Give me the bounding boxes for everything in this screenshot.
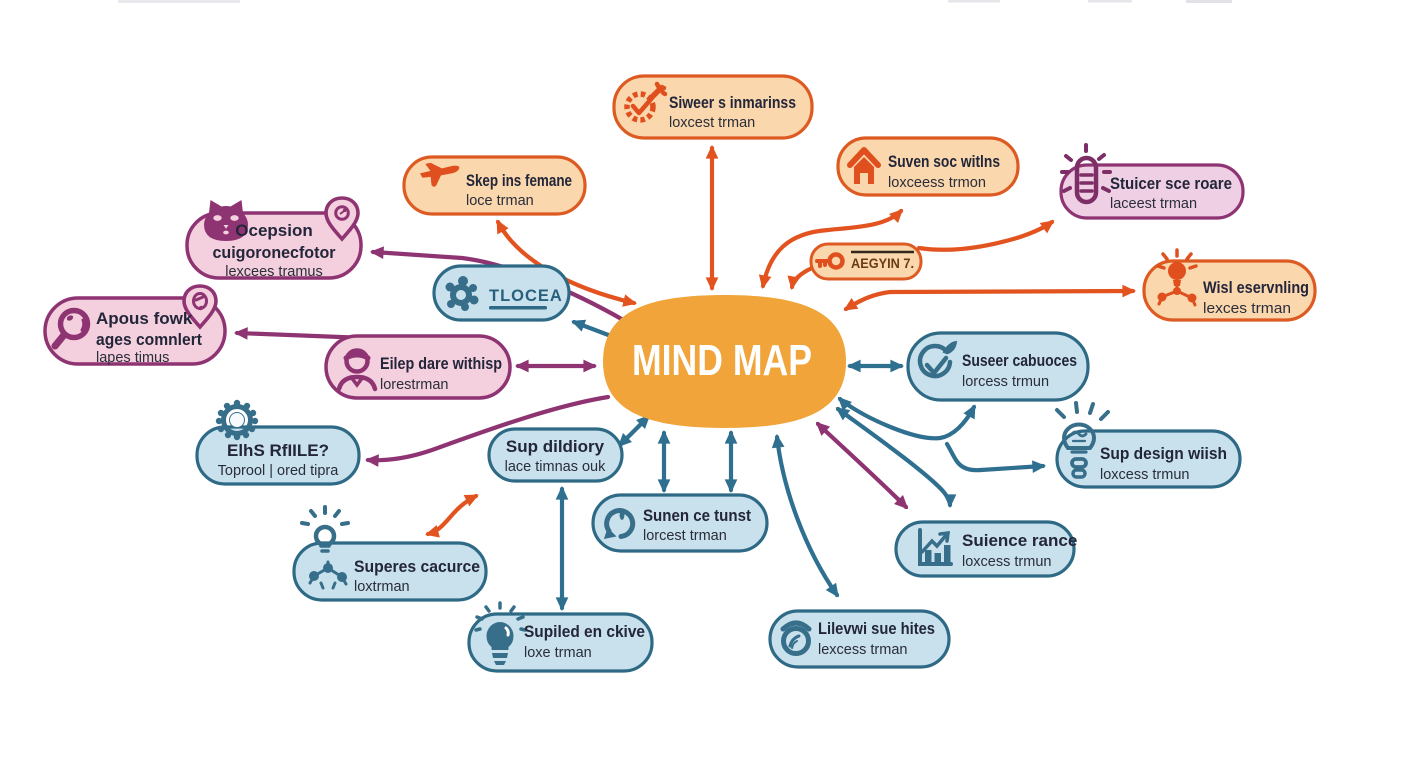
svg-text:lexcees tramus: lexcees tramus bbox=[225, 264, 323, 280]
svg-text:Ocepsion: Ocepsion bbox=[235, 221, 312, 240]
svg-text:lexcess trman: lexcess trman bbox=[818, 642, 907, 658]
svg-text:AEGYIN 7.: AEGYIN 7. bbox=[851, 256, 914, 271]
svg-text:Stuicer sce roare: Stuicer sce roare bbox=[1110, 174, 1232, 193]
svg-text:loce trman: loce trman bbox=[466, 193, 534, 209]
svg-text:loxcest trman: loxcest trman bbox=[669, 115, 755, 131]
svg-text:Sup design wiish: Sup design wiish bbox=[1100, 444, 1227, 463]
svg-text:Apous fowk: Apous fowk bbox=[96, 309, 193, 328]
svg-text:loxtrman: loxtrman bbox=[354, 579, 410, 595]
svg-text:MIND MAP: MIND MAP bbox=[632, 336, 812, 385]
svg-text:loxcess trmun: loxcess trmun bbox=[1100, 467, 1189, 483]
svg-text:loxe trman: loxe trman bbox=[524, 645, 592, 661]
svg-text:Suven soc witlns: Suven soc witlns bbox=[888, 152, 1000, 171]
svg-text:loxceess trmon: loxceess trmon bbox=[888, 175, 986, 191]
svg-text:Suseer cabuoces: Suseer cabuoces bbox=[962, 351, 1077, 370]
svg-text:loxcess trmun: loxcess trmun bbox=[962, 554, 1051, 570]
svg-text:ElhS RfIILE?: ElhS RfIILE? bbox=[227, 441, 329, 460]
svg-text:Sup dildiory: Sup dildiory bbox=[506, 437, 605, 456]
svg-text:cuigoronecfotor: cuigoronecfotor bbox=[213, 243, 336, 262]
svg-text:Wisl eservnling: Wisl eservnling bbox=[1203, 278, 1309, 297]
svg-text:ages comnlert: ages comnlert bbox=[96, 330, 202, 349]
svg-text:lapes timus: lapes timus bbox=[96, 350, 169, 366]
svg-text:Supiled en ckive: Supiled en ckive bbox=[524, 622, 645, 641]
svg-text:Eilep dare withisp: Eilep dare withisp bbox=[380, 354, 502, 373]
svg-text:Skep ins femane: Skep ins femane bbox=[466, 171, 572, 190]
svg-text:Toprool | ored tipra: Toprool | ored tipra bbox=[218, 463, 340, 479]
svg-text:lorcess trmun: lorcess trmun bbox=[962, 374, 1049, 390]
svg-text:lexces trman: lexces trman bbox=[1203, 301, 1291, 317]
svg-text:lace timnas ouk: lace timnas ouk bbox=[505, 459, 606, 475]
svg-text:Sunen ce tunst: Sunen ce tunst bbox=[643, 506, 751, 525]
svg-text:Suience rance: Suience rance bbox=[962, 531, 1077, 550]
svg-text:laceest trman: laceest trman bbox=[1110, 196, 1197, 212]
svg-text:TLOCEA: TLOCEA bbox=[489, 287, 563, 305]
svg-text:lorcest trman: lorcest trman bbox=[643, 528, 727, 544]
svg-text:Siweer s inmarinss: Siweer s inmarinss bbox=[669, 93, 796, 112]
svg-text:Lilevwi sue hites: Lilevwi sue hites bbox=[818, 619, 935, 638]
svg-text:lorestrman: lorestrman bbox=[380, 377, 449, 393]
svg-text:Superes cacurce: Superes cacurce bbox=[354, 557, 480, 576]
